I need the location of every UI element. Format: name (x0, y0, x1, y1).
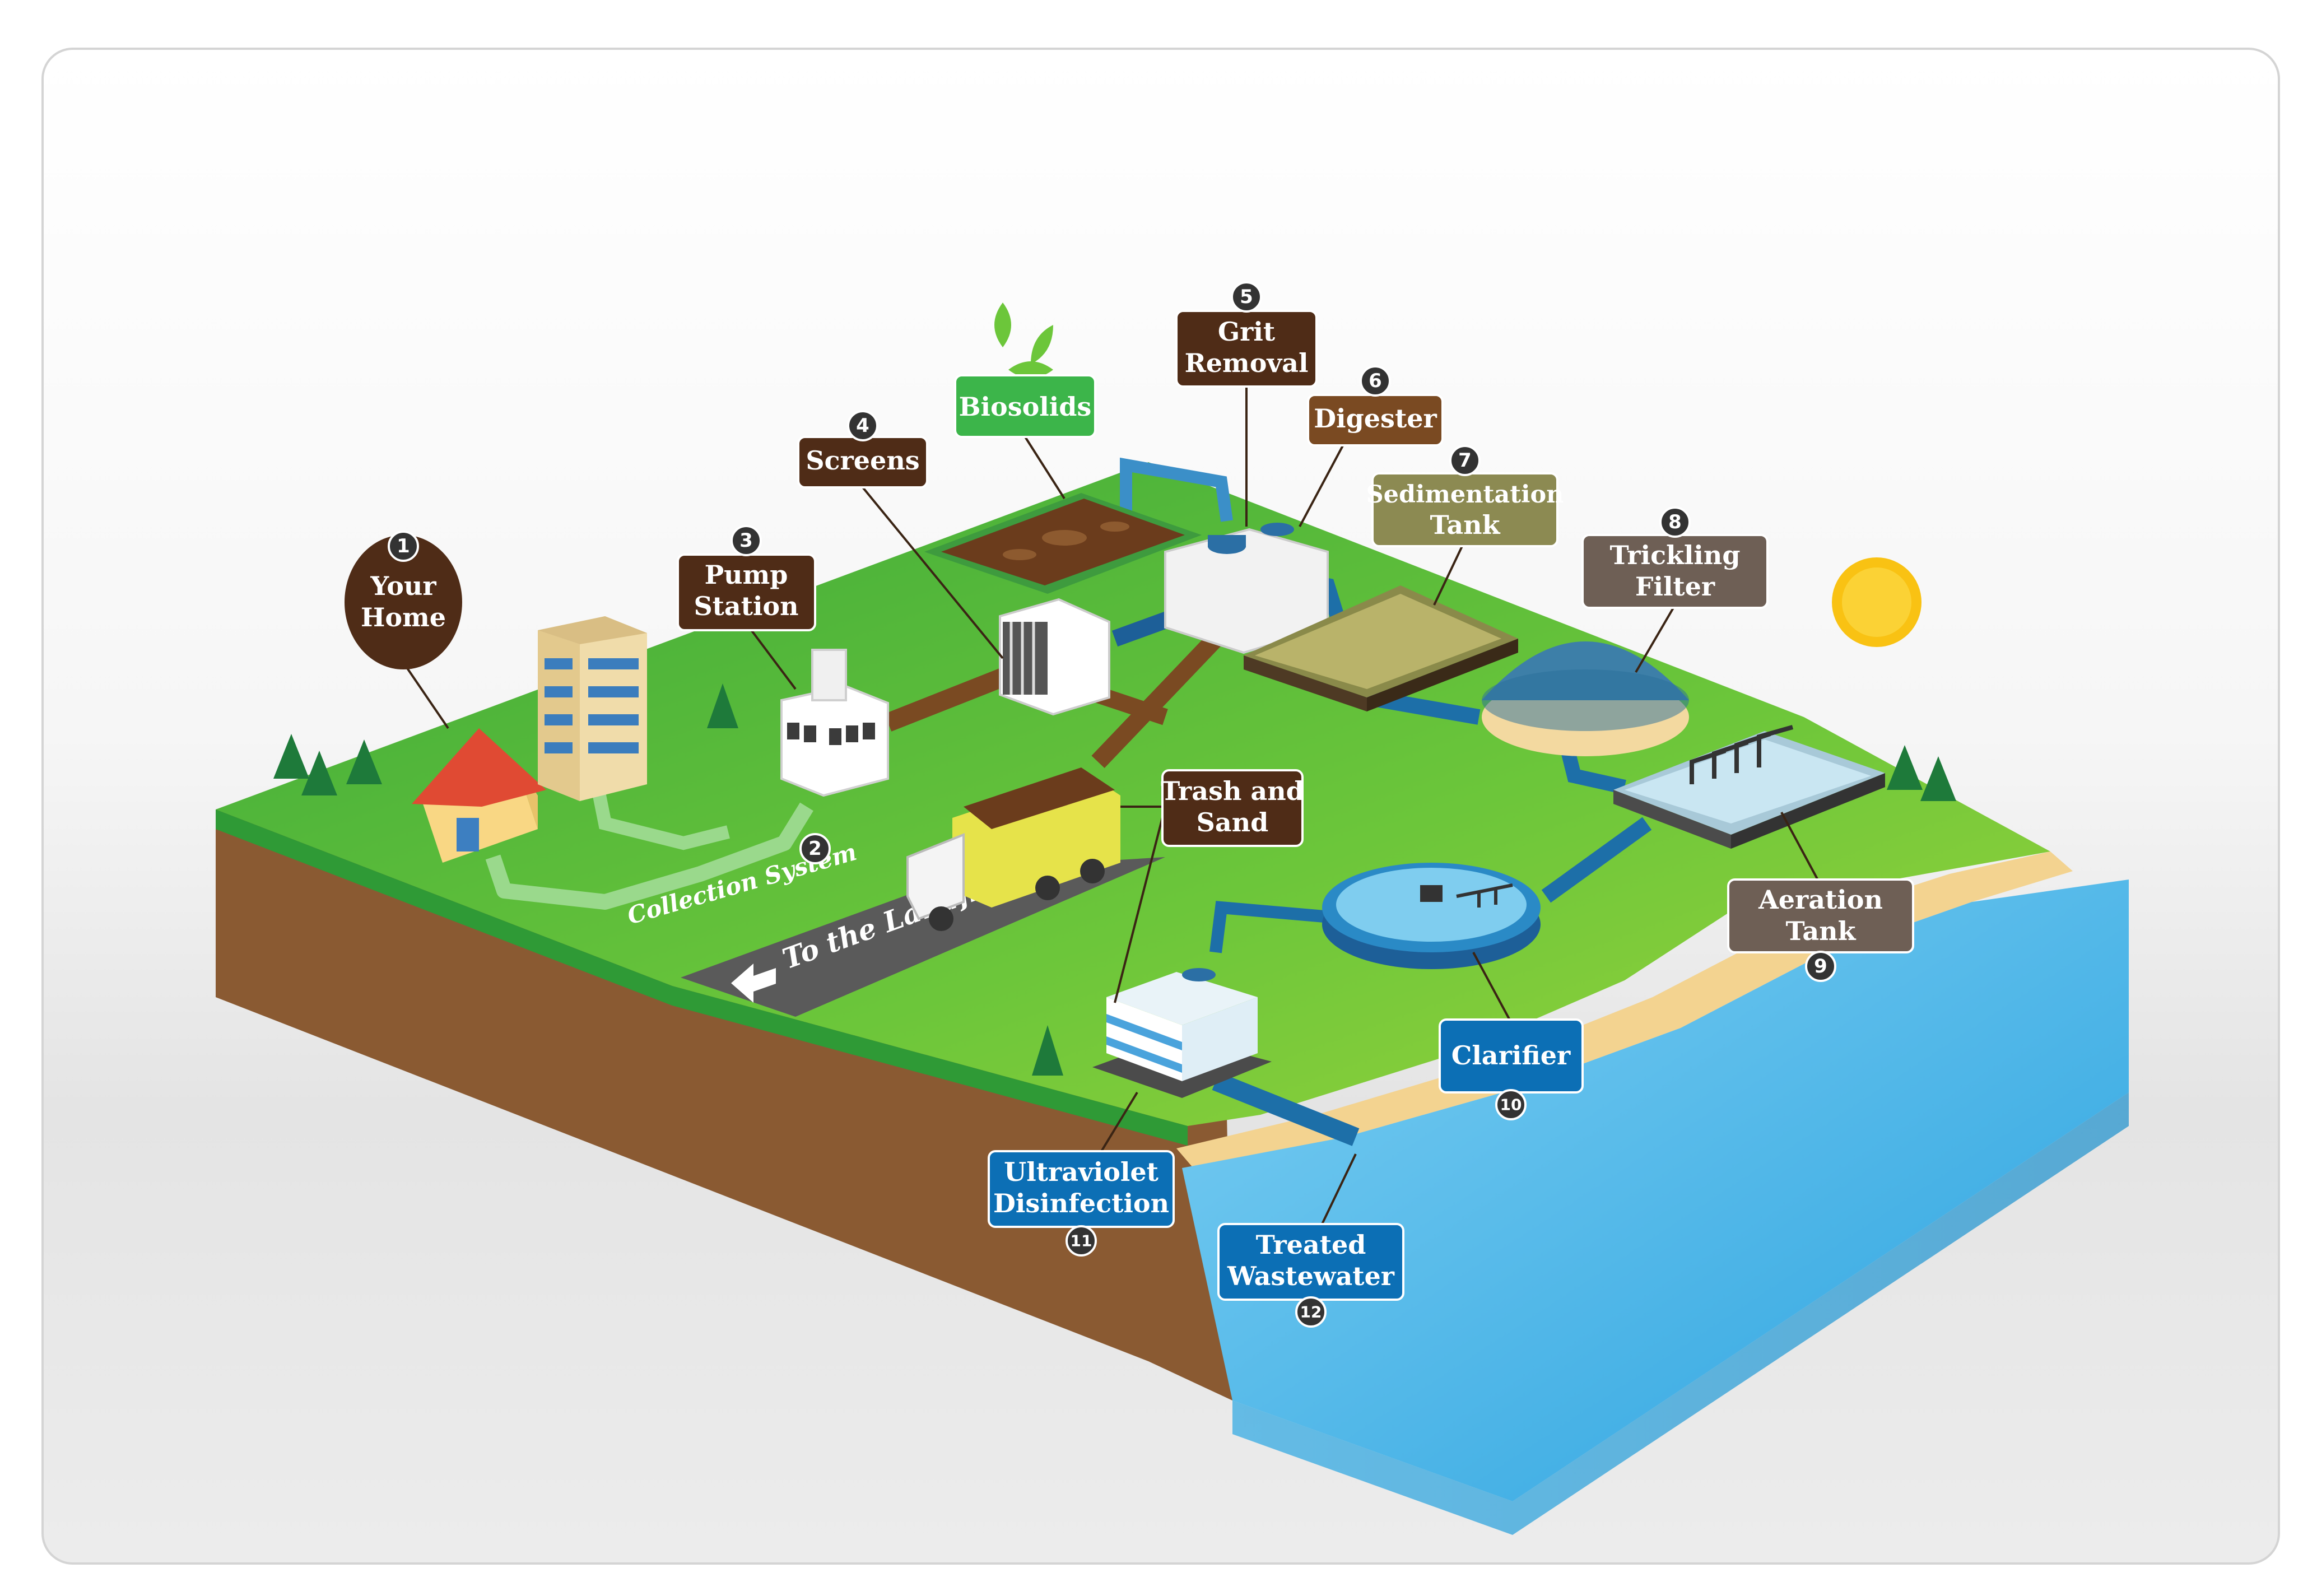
biosolids-bed (924, 493, 1202, 594)
aeration-tank-structure (1613, 725, 1885, 849)
trash-and-sand-line1: Trash and (1161, 776, 1304, 806)
soil-face (216, 809, 1232, 1400)
leader-lines (405, 387, 1822, 1225)
label-digester: Digester 6 (1307, 365, 1444, 446)
label-pump-station: Pump Station 3 (677, 525, 816, 631)
water-surface (1182, 880, 2129, 1501)
terrain: To the Landfill (216, 462, 2129, 1535)
trickling-filter-line1: Trickling (1609, 540, 1740, 570)
trees (273, 683, 1956, 1076)
collection-system-number: 2 (808, 837, 822, 860)
recycle-leaves-icon (994, 303, 1053, 378)
screens-text: Screens (806, 445, 919, 476)
clarifier-number: 10 (1500, 1096, 1522, 1114)
collection-pipe (485, 802, 813, 910)
trickling-filter-line2: Filter (1635, 571, 1715, 602)
digester-pipe (1120, 457, 1233, 532)
sewage-pipe-1 (884, 666, 1012, 732)
pump-station-building (780, 649, 889, 797)
aeration-tank-line2: Tank (1786, 916, 1857, 946)
trash-and-sand-line2: Sand (1197, 807, 1269, 837)
label-sedimentation-tank: Sedimentation Tank 7 (1366, 445, 1564, 547)
label-treated-wastewater: Treated Wastewater 12 (1217, 1223, 1404, 1328)
sedimentation-tank-structure (1244, 585, 1518, 711)
sedimentation-tank-number: 7 (1458, 449, 1472, 472)
grass-edge (216, 809, 1188, 1146)
label-trash-and-sand: Trash and Sand (1120, 769, 1304, 847)
pump-station-line1: Pump (705, 560, 788, 590)
clarifier-structure (1322, 863, 1541, 969)
treated-wastewater-number: 12 (1300, 1303, 1322, 1322)
grit-removal-number: 5 (1240, 286, 1253, 308)
trash-chute (1091, 632, 1222, 769)
digester-building (1164, 523, 1329, 654)
digester-text: Digester (1314, 403, 1437, 434)
screens-number: 4 (856, 415, 869, 437)
dump-truck-icon (906, 767, 1120, 931)
aeration-tank-line1: Aeration (1758, 885, 1883, 915)
clarifier-to-uv (1209, 901, 1351, 953)
building-pipe (593, 794, 730, 850)
treated-wastewater-line1: Treated (1256, 1230, 1366, 1260)
aeration-tank-number: 9 (1814, 955, 1827, 978)
trickling-filter-number: 8 (1668, 511, 1682, 533)
label-grit-removal: Grit Removal 5 (1175, 281, 1318, 388)
grit-removal-line1: Grit (1218, 317, 1276, 347)
label-biosolids: Biosolids (954, 374, 1096, 438)
your-home-number: 1 (397, 535, 410, 557)
pump-station-number: 3 (739, 529, 753, 552)
label-aeration-tank: Aeration Tank 9 (1727, 878, 1914, 982)
clarifier-text: Clarifier (1451, 1040, 1571, 1071)
pump-station-line2: Station (694, 591, 798, 621)
digester-number: 6 (1369, 370, 1382, 392)
uv-disinfection-line2: Disinfection (993, 1188, 1169, 1218)
uv-outfall-pipe (1212, 1072, 1360, 1146)
your-home-line2: Home (361, 602, 446, 632)
label-your-home: Your Home 1 (345, 531, 462, 669)
label-clarifier: Clarifier 10 (1439, 1018, 1584, 1120)
trickling-filter-structure (1482, 641, 1689, 756)
road-arrow-icon (731, 964, 776, 1003)
aeration-to-clarifier (1541, 817, 1652, 903)
grass-top (216, 462, 2050, 1126)
house-icon (412, 728, 546, 863)
sun-icon (1832, 557, 1921, 647)
sedimentation-tank-line1: Sedimentation (1366, 481, 1564, 509)
uv-disinfection-line1: Ultraviolet (1004, 1157, 1159, 1187)
label-trickling-filter: Trickling Filter 8 (1581, 506, 1769, 609)
uv-disinfection-number: 11 (1071, 1232, 1092, 1250)
label-screens: Screens 4 (797, 410, 928, 488)
office-building-icon (538, 616, 647, 801)
sedimentation-tank-line2: Tank (1430, 510, 1501, 540)
biosolids-text: Biosolids (959, 392, 1092, 422)
treated-wastewater-line2: Wastewater (1227, 1261, 1395, 1291)
label-uv-disinfection: Ultraviolet Disinfection 11 (988, 1150, 1175, 1257)
screens-structure (999, 598, 1110, 716)
your-home-line1: Your (370, 571, 436, 601)
grit-removal-line2: Removal (1185, 348, 1309, 378)
trickling-to-aeration (1561, 751, 1626, 794)
uv-disinfection-building (1092, 968, 1272, 1098)
